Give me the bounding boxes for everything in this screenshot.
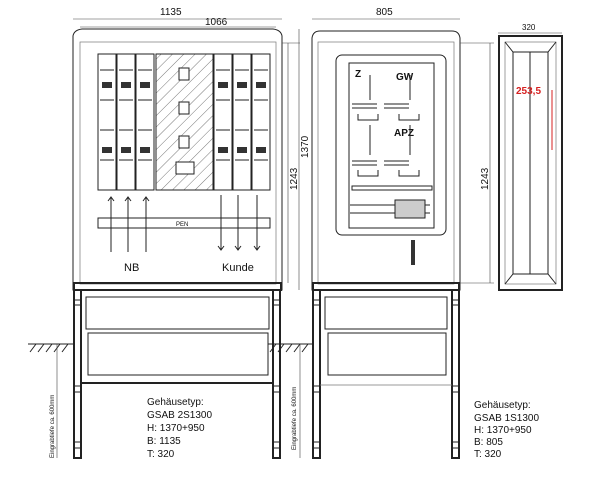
nb-label: NB — [124, 262, 139, 274]
spec-height: H: 1370+950 — [147, 423, 205, 434]
dim-label-1135: 1135 — [160, 7, 182, 18]
spec-title: Gehäusetyp: — [147, 397, 204, 408]
cabinet-housing — [72, 28, 283, 291]
dim-label-1243-middle: 1243 — [480, 167, 491, 190]
left-cabinet-front-view: 1135 1066 PEN — [72, 7, 311, 459]
spec-width: B: 1135 — [147, 436, 181, 447]
cabinet-base — [312, 282, 460, 291]
fuse-strips-right — [213, 53, 271, 191]
burial-depth-label-middle: Eingrabtiefe ca. 600mm — [292, 387, 298, 450]
fuse-strips-left — [97, 53, 155, 191]
kunde-label: Kunde — [222, 262, 254, 274]
meter-mounts — [350, 75, 433, 219]
dim-label-320: 320 — [522, 23, 536, 32]
spec-title: Gehäusetyp: — [474, 400, 531, 411]
meter-board — [348, 62, 435, 229]
side-view: 320 253,5 — [498, 23, 563, 291]
middle-stand — [312, 289, 460, 459]
spec-type: GSAB 1S1300 — [474, 413, 539, 424]
dim-label-1066: 1066 — [205, 17, 228, 28]
spec-block-right: Gehäusetyp: GSAB 1S1300 H: 1370+950 B: 8… — [474, 400, 539, 460]
dim-label-253-5: 253,5 — [516, 86, 541, 97]
busbar-clamps — [175, 67, 195, 175]
spec-height: H: 1370+950 — [474, 425, 532, 436]
side-housing — [498, 35, 563, 291]
kunde-arrows-down — [217, 195, 261, 251]
dim-label-1370: 1370 — [300, 135, 311, 158]
dim-label-1243-left: 1243 — [289, 167, 300, 190]
spec-type: GSAB 2S1300 — [147, 410, 212, 421]
spec-depth: T: 320 — [474, 449, 502, 460]
spec-depth: T: 320 — [147, 449, 175, 460]
cabinet-base — [73, 282, 282, 291]
gw-label: GW — [396, 72, 414, 83]
apz-label: APZ — [394, 128, 414, 139]
pen-label: PEN — [176, 222, 188, 228]
pen-bar — [97, 217, 271, 229]
middle-cabinet-front-view: 805 Z GW APZ 1243 — [311, 7, 494, 459]
meter-window — [335, 54, 447, 236]
spec-width: B: 805 — [474, 437, 503, 448]
cabinet-housing — [311, 30, 461, 291]
connection-rail — [411, 240, 415, 265]
dim-label-805: 805 — [376, 7, 393, 18]
left-stand — [73, 289, 281, 459]
z-label: Z — [355, 69, 361, 80]
nb-arrows-up — [107, 196, 150, 252]
burial-depth-label-left: Eingrabtiefe ca. 600mm — [50, 395, 56, 458]
spec-block-left: Gehäusetyp: GSAB 2S1300 H: 1370+950 B: 1… — [147, 397, 212, 460]
ground-level-hatching — [28, 343, 312, 353]
